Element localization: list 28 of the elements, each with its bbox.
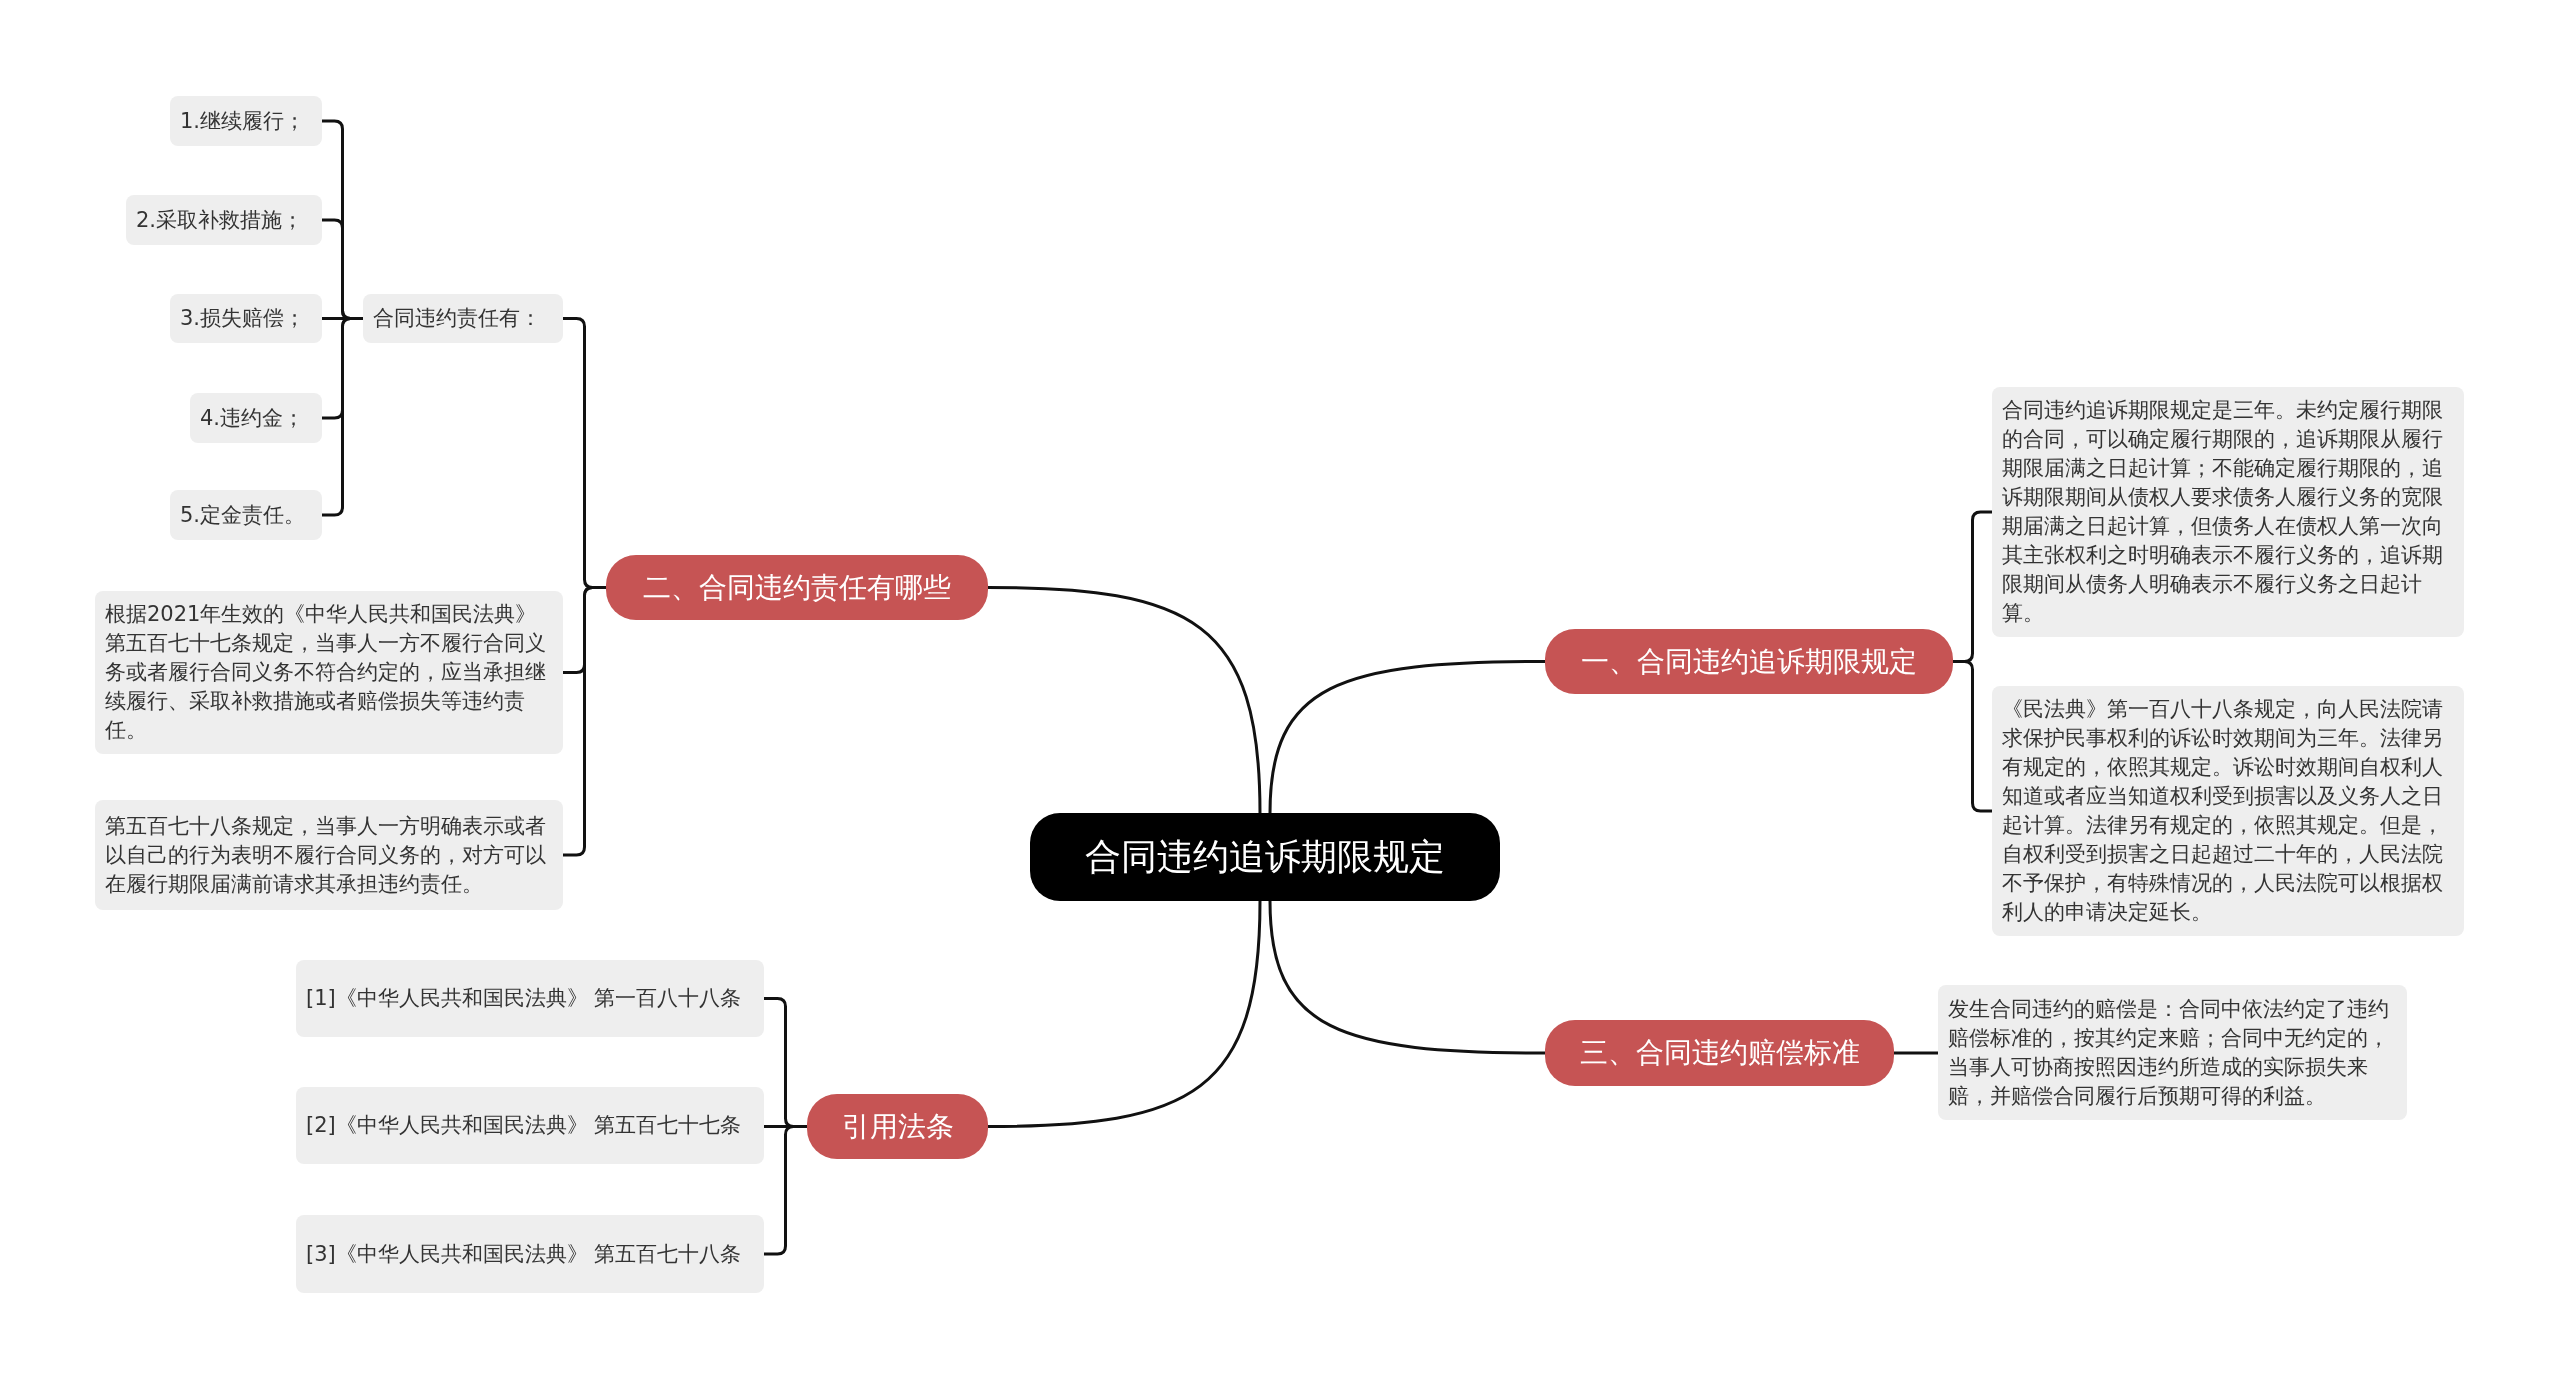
- text-box: 2.采取补救措施；: [126, 195, 322, 245]
- connector-line: [987, 586, 1262, 814]
- connector-line: [1268, 900, 1545, 1055]
- branch-topic: 引用法条: [807, 1094, 988, 1159]
- connector-line: [987, 900, 1262, 1128]
- connector-line: [322, 317, 363, 517]
- connector-line: [1894, 1051, 1938, 1055]
- text-box: 5.定金责任。: [170, 490, 322, 540]
- connector-line: [764, 1125, 807, 1256]
- text-box: 《民法典》第一百八十八条规定，向人民法院请求保护民事权利的诉讼时效期间为三年。法律另有规定的，依照其规定。诉讼时效期间自权利人知道或者应当知道权利受到损害以及义务人之日起计算。法律另有规定的，依照其规定。但是，自权利受到损害之日起超过二十年的，人民法院不予保护，有特殊情况的，人民法院可以根据权利人的申请决定延长。: [1992, 686, 2464, 936]
- central-topic: 合同违约追诉期限规定: [1030, 813, 1500, 901]
- connector-line: [1953, 660, 1992, 813]
- text-box: [2]《中华人民共和国民法典》 第五百七十七条: [296, 1087, 764, 1164]
- text-box: 1.继续履行；: [170, 96, 322, 146]
- branch-topic: 一、合同违约追诉期限规定: [1545, 629, 1953, 694]
- text-box: 3.损失赔偿；: [170, 294, 322, 343]
- text-box: 合同违约追诉期限规定是三年。未约定履行期限的合同，可以确定履行期限的，追诉期限从履行期限届满之日起计算；不能确定履行期限的，追诉期限期间从债权人要求债务人履行义务的宽限期届满之日起计算，但债务人在债权人第一次向其主张权利之时明确表示不履行义务的，追诉期限期间从债务人明确表示不履行义务之日起计算。: [1992, 387, 2464, 637]
- branch-topic: 二、合同违约责任有哪些: [606, 555, 988, 620]
- text-box: 第五百七十八条规定，当事人一方明确表示或者以自己的行为表明不履行合同义务的，对方可以在履行期限届满前请求其承担违约责任。: [95, 800, 563, 910]
- text-box: 根据2021年生效的《中华人民共和国民法典》第五百七十七条规定，当事人一方不履行合同义务或者履行合同义务不符合约定的，应当承担继续履行、采取补救措施或者赔偿损失等违约责任。: [95, 591, 563, 754]
- text-box: [3]《中华人民共和国民法典》 第五百七十八条: [296, 1215, 764, 1293]
- text-box: 4.违约金；: [190, 393, 322, 443]
- connector-line: [563, 586, 606, 857]
- text-box: 发生合同违约的赔偿是：合同中依法约定了违约赔偿标准的，按其约定来赔；合同中无约定的，当事人可协商按照因违约所造成的实际损失来赔，并赔偿合同履行后预期可得的利益。: [1938, 985, 2407, 1120]
- text-box: [1]《中华人民共和国民法典》 第一百八十八条: [296, 960, 764, 1037]
- text-box: 合同违约责任有：: [363, 294, 563, 343]
- connector-line: [1268, 660, 1545, 814]
- branch-topic: 三、合同违约赔偿标准: [1545, 1020, 1894, 1086]
